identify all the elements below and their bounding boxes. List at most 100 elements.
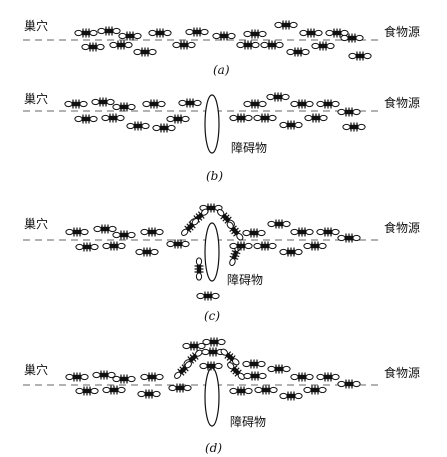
ant-icon [112, 373, 136, 385]
ant-icon [166, 113, 190, 125]
ant-icon [274, 19, 298, 31]
ant-icon [93, 223, 117, 235]
ant-icon [337, 232, 361, 244]
ant-icon [196, 290, 220, 302]
ant-icon [199, 360, 223, 372]
ant-icon [97, 25, 121, 37]
ant-icon [178, 215, 202, 239]
ant-icon [126, 120, 150, 132]
ant-icon [171, 358, 195, 382]
ant-icon [279, 246, 303, 258]
ant-icon [254, 384, 278, 396]
ant-icon [316, 371, 340, 383]
panel-b: 巢穴 食物源 障碍物 (b) [23, 91, 420, 183]
ant-icon [303, 384, 327, 396]
ant-icon [65, 371, 89, 383]
ant-icon [112, 101, 136, 113]
ant-icon [299, 27, 323, 39]
nest-label: 巢穴 [24, 362, 48, 377]
ant-icon [290, 226, 314, 238]
ant-icon [142, 98, 166, 110]
nest-label: 巢穴 [24, 91, 48, 106]
ant-icon [243, 28, 267, 40]
panel-caption: (d) [205, 441, 222, 455]
obstacle-shape [204, 222, 220, 282]
ant-icon [166, 238, 190, 250]
ant-icon [109, 39, 133, 51]
panel-caption: (b) [206, 169, 223, 183]
ant-icon [148, 27, 172, 39]
ant-icon [229, 112, 253, 124]
ant-icon [118, 30, 142, 42]
ant-icon [137, 388, 161, 400]
ant-icon [279, 119, 303, 131]
food-source-label: 食物源 [384, 220, 420, 235]
ant-icon [304, 112, 328, 124]
ant-icon [242, 358, 266, 370]
ant-icon [172, 39, 196, 51]
food-source-label: 食物源 [384, 365, 420, 380]
nest-label: 巢穴 [24, 18, 48, 33]
ant-icon [178, 97, 202, 109]
ant-icon [236, 39, 260, 51]
ant-icon [64, 98, 88, 110]
panel-caption: (c) [204, 309, 220, 323]
ant-icon [140, 226, 164, 238]
ant-icon [286, 46, 310, 58]
ant-icon [182, 340, 206, 352]
ant-icon [279, 390, 303, 402]
ant-icon [81, 41, 105, 53]
ant-icon [140, 371, 164, 383]
ant-icon [152, 122, 176, 134]
ant-icon [242, 227, 266, 239]
ant-icon [316, 226, 340, 238]
ant-icon [253, 240, 277, 252]
obstacle-shape [204, 367, 220, 427]
ant-icon [65, 226, 89, 238]
ant-icon [223, 219, 247, 243]
ant-icon [193, 257, 205, 281]
panel-d: 巢穴 食物源 障碍物 [23, 336, 420, 455]
ant-icon [112, 229, 136, 241]
nest-label: 巢穴 [24, 216, 48, 231]
ant-icon [91, 96, 115, 108]
ant-icon [202, 336, 226, 348]
obstacle-label: 障碍物 [230, 414, 266, 429]
ant-icon [229, 385, 253, 397]
ant-icon [342, 121, 366, 133]
obstacle-shape [204, 94, 220, 154]
ant-icon [102, 384, 126, 396]
ant-icon [101, 112, 125, 124]
ant-icon [253, 112, 277, 124]
ant-icon [92, 369, 116, 381]
ant-icon [243, 370, 267, 382]
ant-icon [260, 39, 284, 51]
ant-icon [212, 30, 236, 42]
panel-c: 巢穴 食物源 障碍物 [23, 202, 420, 323]
food-source-label: 食物源 [384, 24, 420, 39]
ant-icon [75, 385, 99, 397]
ant-icon [229, 240, 253, 252]
ant-icon [74, 27, 98, 39]
ant-icon [311, 40, 335, 52]
ant-icon [266, 91, 290, 103]
ant-icon [337, 378, 361, 390]
panel-a: 巢穴 食物源 (a) [23, 18, 420, 77]
ant-icon [316, 98, 340, 110]
ant-icon [74, 113, 98, 125]
ant-icon [267, 363, 291, 375]
ant-icon [290, 371, 314, 383]
ant-icon [303, 240, 327, 252]
ant-icon [267, 218, 291, 230]
ant-icon [135, 246, 159, 258]
ant-icon [185, 26, 209, 38]
obstacle-label: 障碍物 [227, 272, 263, 287]
obstacle-label: 障碍物 [231, 140, 267, 155]
panel-caption: (a) [213, 63, 230, 77]
ant-icon [102, 240, 126, 252]
food-source-label: 食物源 [384, 95, 420, 110]
ant-icon [133, 46, 157, 58]
ant-icon [337, 106, 361, 118]
ant-icon [290, 98, 314, 110]
